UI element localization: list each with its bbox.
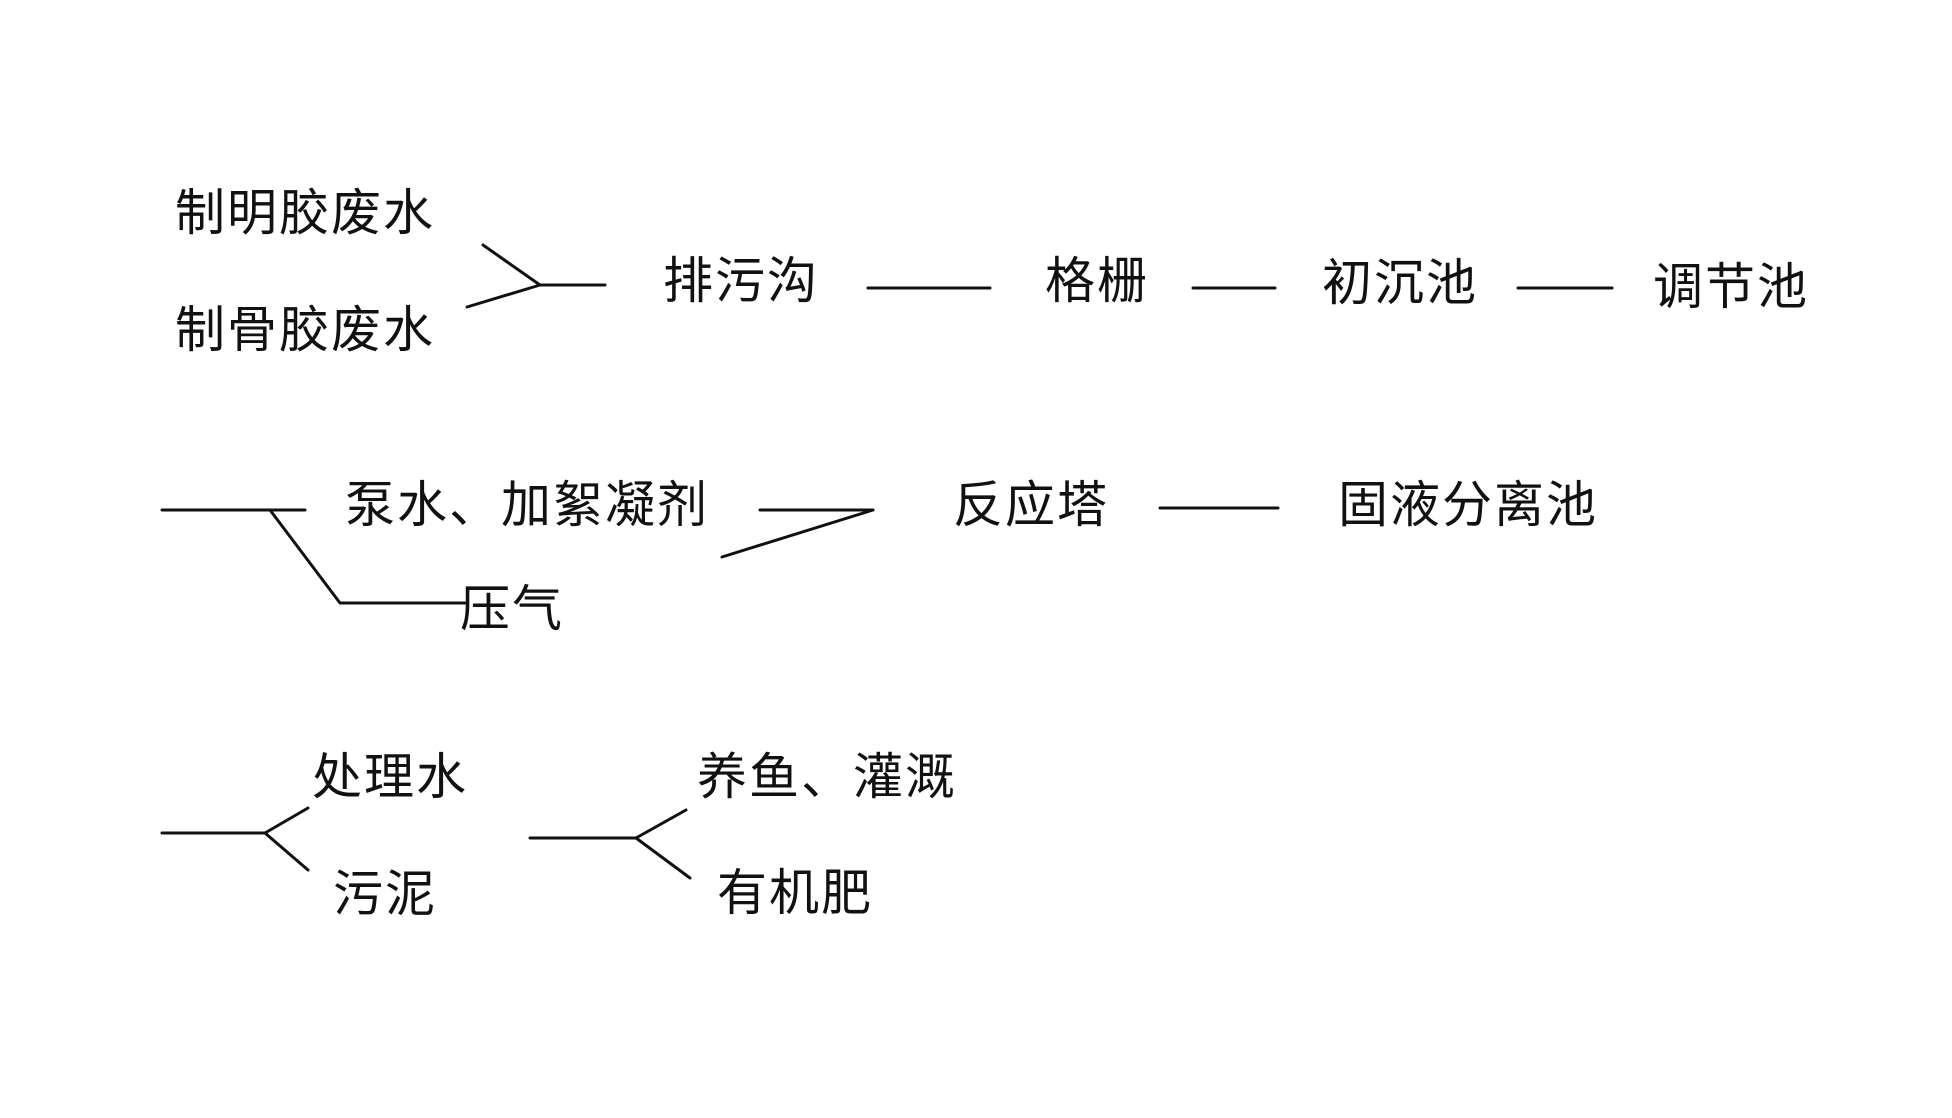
node-fish-farming-irrigation: 养鱼、灌溉 bbox=[697, 748, 957, 806]
node-pump-water-flocculant: 泵水、加絮凝剂 bbox=[345, 476, 709, 534]
node-solid-liquid-separation-tank: 固液分离池 bbox=[1338, 476, 1598, 534]
node-regulating-tank: 调节池 bbox=[1653, 258, 1809, 316]
node-compressed-air: 压气 bbox=[460, 580, 564, 638]
node-drainage-ditch: 排污沟 bbox=[663, 252, 819, 310]
merge-lower-line bbox=[720, 508, 875, 559]
source-gelatin-wastewater: 制明胶废水 bbox=[175, 184, 435, 242]
branch-to-air bbox=[268, 508, 467, 605]
split-lower-2 bbox=[634, 836, 692, 880]
merge-line-upper bbox=[481, 243, 542, 287]
node-reaction-tower: 反应塔 bbox=[953, 476, 1109, 534]
node-sludge: 污泥 bbox=[333, 865, 437, 923]
node-treated-water: 处理水 bbox=[312, 748, 468, 806]
merge-line-lower bbox=[465, 283, 542, 309]
node-primary-settling-tank: 初沉池 bbox=[1322, 254, 1478, 312]
node-grid: 格栅 bbox=[1045, 252, 1149, 310]
source-bone-glue-wastewater: 制骨胶废水 bbox=[175, 301, 435, 359]
split-lower-1 bbox=[263, 831, 310, 872]
node-organic-fertilizer: 有机肥 bbox=[717, 864, 873, 922]
split-upper-2 bbox=[634, 808, 688, 840]
split-upper-1 bbox=[263, 806, 310, 835]
